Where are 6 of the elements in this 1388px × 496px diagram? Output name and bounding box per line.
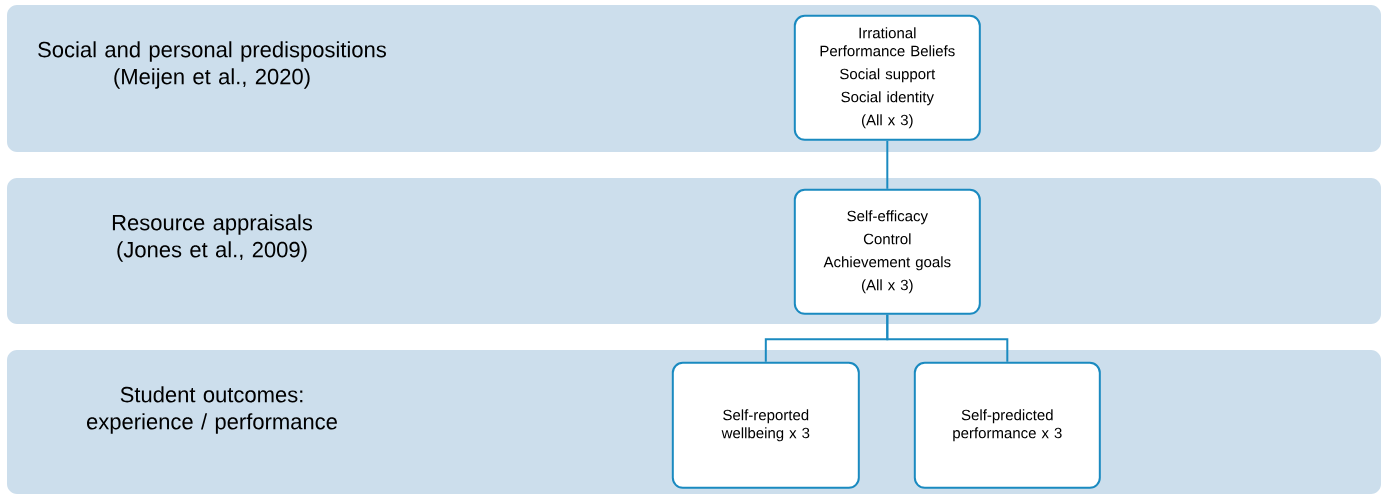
- box: Self-efficacy Control Achievement goals (All x 3): [793, 188, 981, 315]
- connector: [886, 313, 1009, 363]
- box: Self-predicted performance x 3: [913, 361, 1101, 489]
- connector: [886, 139, 889, 190]
- box: Self-reported wellbeing x 3: [671, 361, 860, 489]
- box: Irrational Performance Beliefs Social support Social identity (All x 3): [793, 14, 981, 141]
